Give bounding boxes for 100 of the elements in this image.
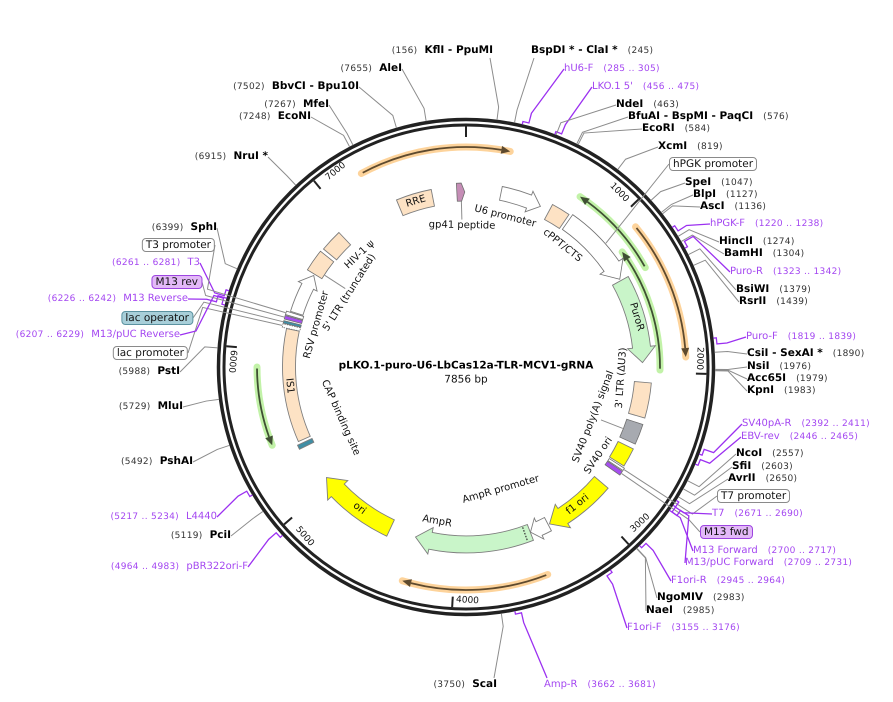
site-position: (6399) <box>152 222 184 235</box>
primer-name: Puro-F <box>746 330 778 343</box>
scale-tick-label: 4000 <box>456 595 479 607</box>
enzyme-name: Acc65I <box>747 372 786 385</box>
enzyme-name: EcoNI <box>278 110 311 123</box>
leader-line <box>199 262 230 297</box>
site-position: (2985) <box>682 605 715 618</box>
feature-label: PuroR <box>626 301 646 332</box>
enzyme-name: AvrII <box>728 472 756 485</box>
arc-segment-icon <box>282 320 302 328</box>
primer-position: (6226 .. 6242) <box>48 293 116 306</box>
leader-line <box>324 274 346 290</box>
enzyme-name: NgoMIV <box>657 591 703 604</box>
leader-line <box>678 229 720 242</box>
enzyme-name: NaeI <box>646 604 673 617</box>
leader-line <box>182 398 220 408</box>
leader-line <box>494 612 504 678</box>
site-position: (5988) <box>118 366 150 379</box>
feature-tag: M13 rev <box>151 275 202 289</box>
enzyme-name: MluI <box>158 400 183 413</box>
feature-tag: hPGK promoter <box>669 157 758 171</box>
leader-line <box>636 548 658 598</box>
primer-name: Amp-R <box>544 678 578 691</box>
feature-label: 3' LTR (ΔU3) <box>614 347 630 409</box>
primer-position: (456 .. 475) <box>642 81 700 94</box>
enzyme-name: ScaI <box>472 678 497 691</box>
enzyme-name: PstI <box>157 365 180 378</box>
site-position: (1274) <box>762 236 795 249</box>
site-position: (1439) <box>776 296 808 309</box>
feature-tag: lac operator <box>121 311 193 325</box>
site-position: (463) <box>653 99 680 111</box>
leader-line <box>682 466 732 496</box>
leader-line <box>605 164 670 244</box>
leader-line <box>202 282 285 318</box>
site-position: (3750) <box>433 679 466 692</box>
leader-line <box>624 469 718 515</box>
primer-position: (2392 .. 2411) <box>801 418 870 431</box>
enzyme-name: SphI <box>190 221 217 234</box>
primer-position: (6207 .. 6229) <box>16 329 84 342</box>
primer-name: hPGK-F <box>710 217 745 230</box>
leader-line <box>578 128 642 146</box>
site-position: (7267) <box>264 99 296 111</box>
leader-line <box>669 509 690 564</box>
plasmid-size-label: 7856 bp <box>444 374 488 386</box>
enzyme-name: PshAI <box>160 455 193 468</box>
feature-tag: T7 promoter <box>717 489 790 503</box>
leader-line <box>713 336 746 345</box>
scale-tick-label: 2000 <box>694 347 706 371</box>
primer-position: (2945 .. 2964) <box>716 575 786 588</box>
leader-line <box>674 500 712 515</box>
primer-name: M13/pUC Forward <box>685 556 774 569</box>
enzyme-name: KflI - PpuMI <box>424 44 493 57</box>
leader-line <box>714 351 748 354</box>
leader-line <box>714 366 748 370</box>
primer-name: L4440 <box>186 510 217 523</box>
enzyme-name: EcoRI <box>642 122 675 135</box>
leader-line <box>660 194 694 213</box>
enzyme-name: BamHI <box>724 247 763 260</box>
leader-line <box>358 86 397 128</box>
leader-line <box>514 58 534 124</box>
primer-position: (1220 .. 1238) <box>755 218 824 231</box>
leader-line <box>180 346 218 372</box>
enzyme-name: BspDI * - ClaI * <box>531 44 618 57</box>
enzyme-name: BsiWI <box>736 283 770 296</box>
leader-line <box>268 156 296 186</box>
site-position: (1304) <box>772 248 804 261</box>
site-position: (819) <box>697 141 723 154</box>
leader-line <box>678 478 728 504</box>
site-position: (245) <box>628 45 654 58</box>
leader-line <box>192 444 230 462</box>
primer-name: SV40pA-R <box>742 417 792 430</box>
feature-label: f1 ori <box>564 492 592 518</box>
primer-position: (1819 .. 1839) <box>788 331 856 344</box>
leader-line <box>554 86 593 135</box>
primer-name: M13 Forward <box>693 544 758 557</box>
enzyme-name: RsrII <box>739 295 766 308</box>
primer-position: (285 .. 305) <box>603 63 660 76</box>
site-position: (1127) <box>726 189 758 202</box>
site-position: (1379) <box>779 284 812 297</box>
leader-line <box>328 104 354 146</box>
feature-tag: M13 fwd <box>700 525 753 539</box>
primer-name: M13/pUC Reverse <box>91 328 180 341</box>
site-position: (5119) <box>170 530 203 543</box>
arc-segment-icon <box>284 315 303 324</box>
leader-line <box>672 223 710 232</box>
primer-position: (4964 .. 4983) <box>110 561 180 574</box>
arc-segment-icon <box>608 458 625 471</box>
primer-name: Puro-R <box>730 265 763 278</box>
leader-line <box>687 454 736 488</box>
leader-line <box>402 68 427 122</box>
leader-line <box>188 306 283 354</box>
enzyme-name: SfiI <box>732 460 752 473</box>
primer-name: EBV-rev <box>741 430 780 443</box>
enzyme-name: HincII <box>719 235 753 248</box>
site-position: (1976) <box>780 361 812 373</box>
site-position: (1979) <box>796 373 828 386</box>
leader-line <box>180 294 226 336</box>
primer-name: F1ori-F <box>627 621 662 634</box>
enzyme-name: NcoI <box>736 447 762 460</box>
leader-line <box>310 116 350 148</box>
